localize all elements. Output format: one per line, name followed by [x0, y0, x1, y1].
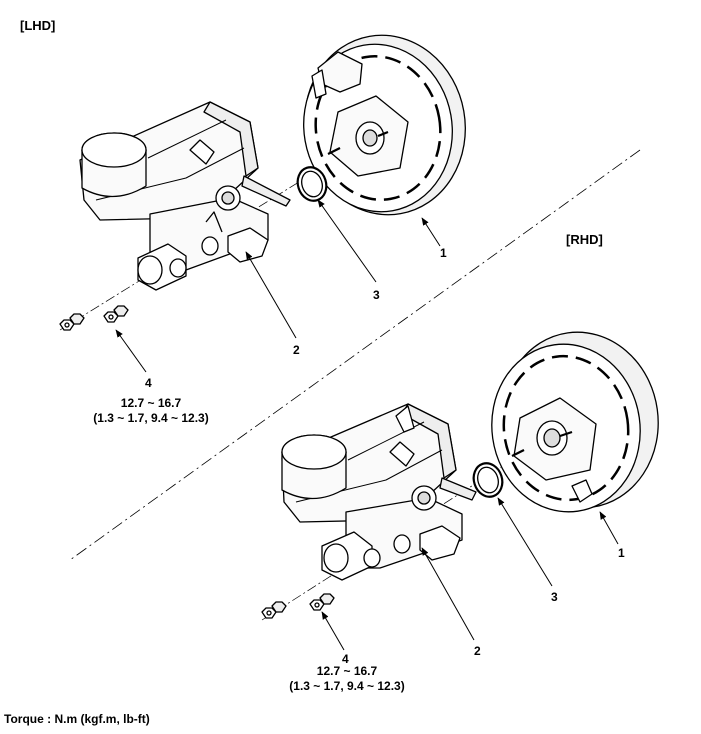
rhd-master-cylinder — [281, 403, 477, 581]
lhd-assembly — [59, 34, 466, 373]
lhd-callout-o-ring: 3 — [373, 288, 380, 302]
rhd-mounting-nuts — [261, 593, 335, 619]
lhd-callout-booster: 1 — [440, 246, 447, 260]
lhd-mounting-nuts — [59, 305, 129, 331]
lhd-master-cylinder — [79, 101, 291, 291]
rhd-callout-booster: 1 — [618, 546, 625, 560]
rhd-torque-spec: 12.7 ~ 16.7 (1.3 ~ 1.7, 9.4 ~ 12.3) — [282, 664, 412, 694]
section-divider-line — [69, 149, 641, 561]
rhd-callout-nut: 4 — [342, 652, 349, 666]
rhd-callout-master-cylinder: 2 — [474, 644, 481, 658]
rhd-o-ring — [472, 462, 504, 498]
rhd-callout-o-ring: 3 — [551, 590, 558, 604]
rhd-torque-conversion: (1.3 ~ 1.7, 9.4 ~ 12.3) — [289, 679, 405, 693]
rhd-torque-value: 12.7 ~ 16.7 — [316, 664, 378, 678]
lhd-callout-master-cylinder: 2 — [293, 343, 300, 357]
lhd-torque-value: 12.7 ~ 16.7 — [120, 396, 182, 410]
rhd-brake-booster — [491, 331, 659, 513]
lhd-callout-nut: 4 — [145, 376, 152, 390]
torque-units-footer: Torque : N.m (kgf.m, lb-ft) — [4, 712, 150, 726]
rhd-assembly — [261, 331, 659, 651]
lhd-leader-lines — [115, 199, 441, 373]
lhd-torque-conversion: (1.3 ~ 1.7, 9.4 ~ 12.3) — [93, 411, 209, 425]
rhd-leader-lines — [321, 497, 619, 651]
lhd-section-label: [LHD] — [20, 18, 56, 33]
lhd-o-ring — [296, 166, 328, 202]
lhd-torque-spec: 12.7 ~ 16.7 (1.3 ~ 1.7, 9.4 ~ 12.3) — [86, 396, 216, 426]
rhd-section-label: [RHD] — [566, 232, 603, 247]
lhd-brake-booster — [303, 34, 466, 216]
